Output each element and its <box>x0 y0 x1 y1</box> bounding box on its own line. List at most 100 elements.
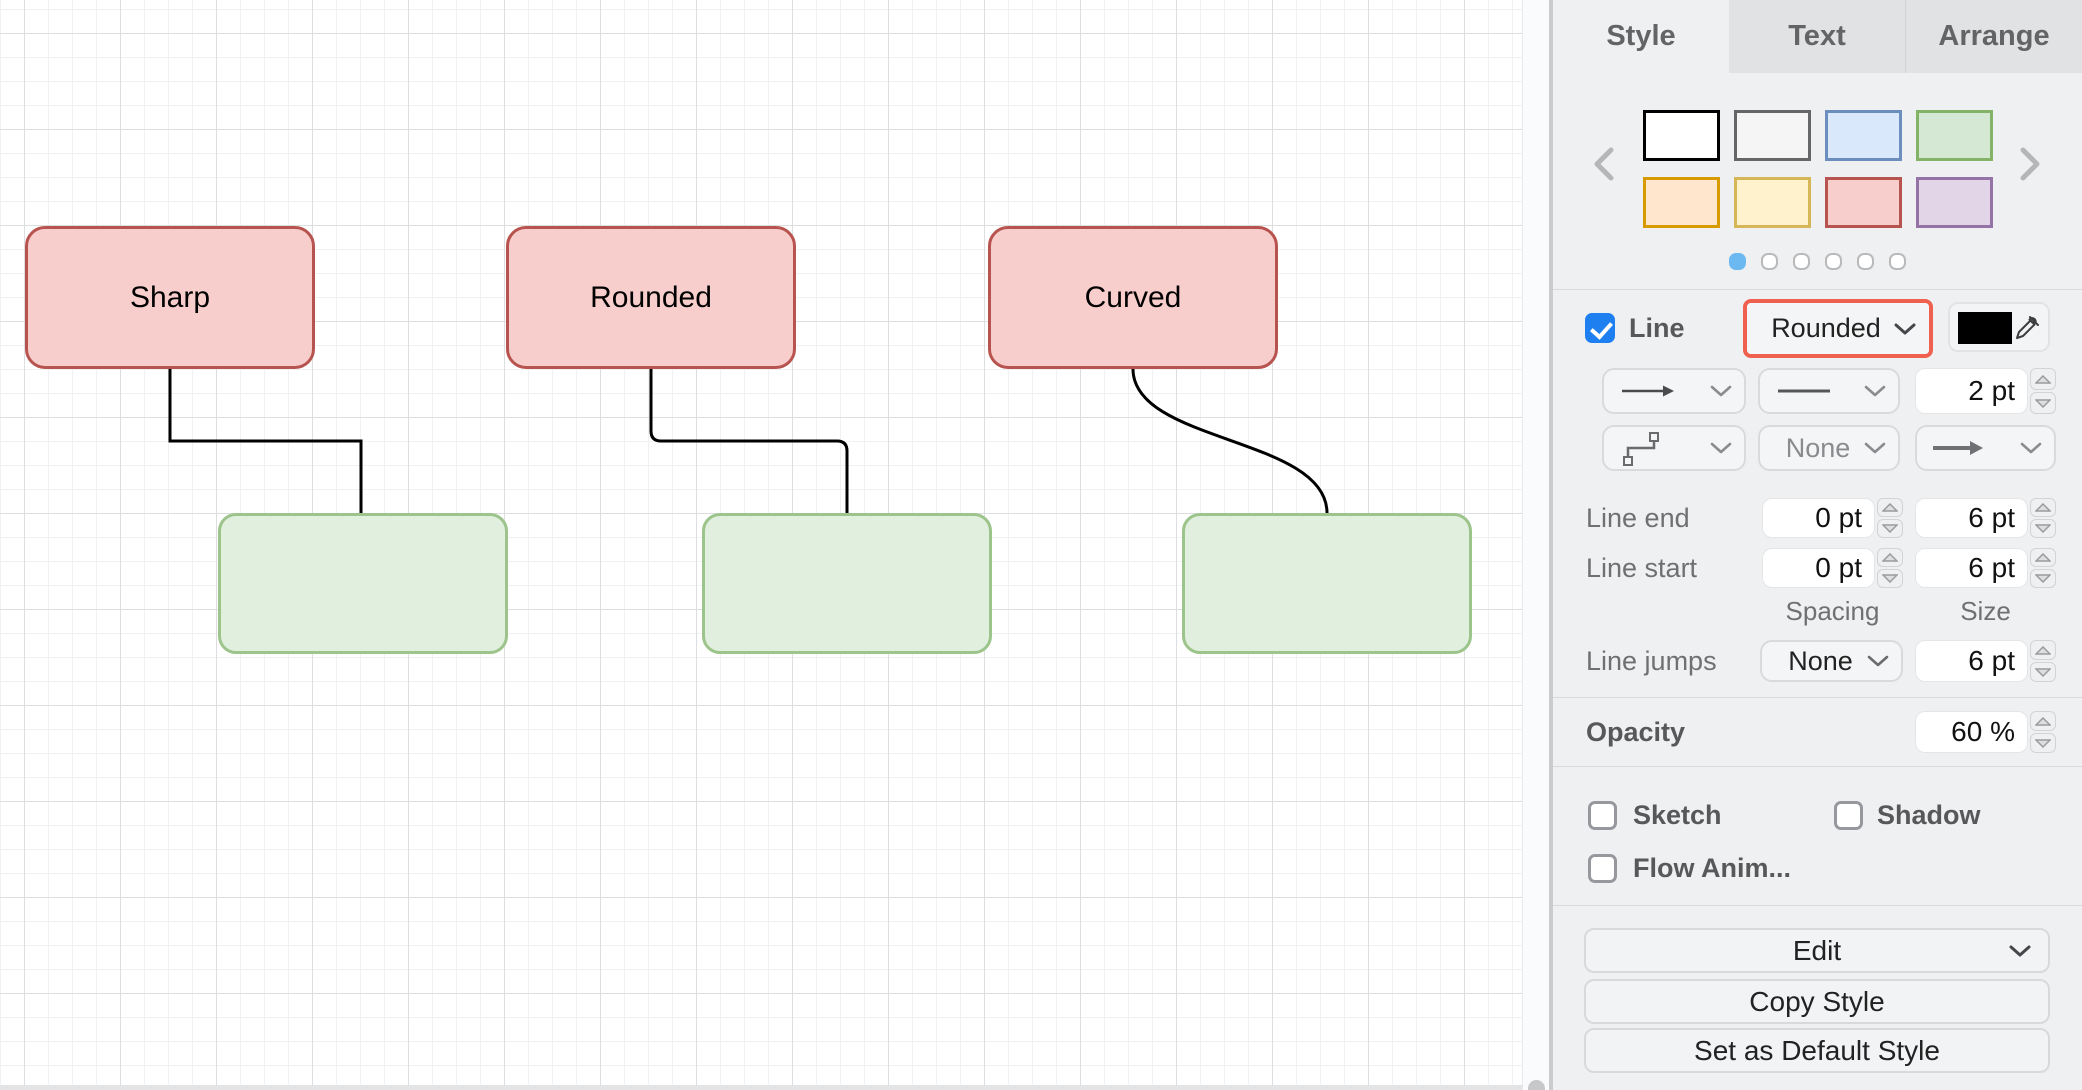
elbow-connector-icon <box>1623 432 1659 466</box>
line-end-label: Line end <box>1586 502 1690 533</box>
style-swatch[interactable] <box>1733 110 1811 161</box>
panel-divider <box>1549 0 1553 1090</box>
shape-sharp[interactable]: Sharp <box>25 226 315 369</box>
style-swatch[interactable] <box>1824 110 1902 161</box>
section-divider <box>1553 289 2082 290</box>
shape-green-2[interactable] <box>702 513 992 654</box>
style-swatch[interactable] <box>1642 110 1720 161</box>
flow-animation-checkbox[interactable] <box>1588 854 1617 883</box>
line-start-size-input[interactable]: 6 pt <box>1915 548 2028 588</box>
tab-text[interactable]: Text <box>1729 0 1905 73</box>
stepper-up-icon <box>1877 498 1903 517</box>
connection-select[interactable]: None <box>1758 425 1900 471</box>
copy-style-button[interactable]: Copy Style <box>1584 979 2050 1024</box>
style-swatch-row <box>1553 110 2082 161</box>
section-divider <box>1553 697 2082 698</box>
chevron-down-icon <box>1894 323 1916 334</box>
connector-corner-style-select[interactable]: Rounded <box>1743 299 1933 358</box>
line-end-spacing-stepper[interactable] <box>1877 498 1903 538</box>
stepper-down-icon <box>2030 733 2056 753</box>
stepper-up-icon <box>2030 640 2056 660</box>
shape-rounded[interactable]: Rounded <box>506 226 796 369</box>
style-swatch-row <box>1553 177 2082 228</box>
chevron-down-icon <box>1864 385 1886 397</box>
style-swatch[interactable] <box>1915 110 1993 161</box>
set-default-style-button[interactable]: Set as Default Style <box>1584 1028 2050 1073</box>
stepper-down-icon <box>2030 569 2056 588</box>
connector-layer <box>168 368 1329 514</box>
connector-rounded[interactable] <box>649 369 849 513</box>
sketch-label: Sketch <box>1633 799 1722 830</box>
chevron-down-icon <box>1710 385 1732 397</box>
line-end-arrow-select[interactable] <box>1915 425 2056 471</box>
format-panel: Style Text Arrange <box>1553 0 2082 1090</box>
sketch-checkbox[interactable] <box>1588 801 1617 830</box>
stepper-up-icon <box>2030 498 2056 517</box>
line-color-button[interactable] <box>1948 302 2050 352</box>
line-jumps-size-stepper[interactable] <box>2030 640 2056 682</box>
stepper-up-icon <box>1877 548 1903 567</box>
line-pattern-select[interactable] <box>1758 368 1900 414</box>
flow-animation-label: Flow Anim... <box>1633 852 1791 883</box>
edit-style-button[interactable]: Edit <box>1584 928 2050 973</box>
shadow-checkbox[interactable] <box>1834 801 1863 830</box>
section-divider <box>1553 766 2082 767</box>
shape-label: Rounded <box>590 280 712 314</box>
line-jumps-select[interactable]: None <box>1760 640 1903 682</box>
diagram-canvas[interactable]: Sharp Rounded Curved <box>0 0 1522 1090</box>
horizontal-scrollbar[interactable] <box>0 1085 1553 1090</box>
format-tabbar: Style Text Arrange <box>1553 0 2082 73</box>
line-checkbox[interactable] <box>1585 313 1615 343</box>
stepper-up-icon <box>2030 548 2056 567</box>
line-end-size-input[interactable]: 6 pt <box>1915 498 2028 538</box>
style-swatch[interactable] <box>1915 177 1993 228</box>
connector-curved[interactable] <box>1131 368 1329 514</box>
pager-dot[interactable] <box>1761 252 1778 270</box>
shape-label: Sharp <box>129 280 211 314</box>
shape-green-1[interactable] <box>218 513 508 654</box>
line-start-arrow-select[interactable] <box>1602 368 1746 414</box>
swatch-prev-icon[interactable] <box>1589 140 1619 188</box>
stepper-down-icon <box>1877 569 1903 588</box>
swatch-next-icon[interactable] <box>2015 140 2045 188</box>
line-jumps-size-input[interactable]: 6 pt <box>1915 640 2028 682</box>
line-start-spacing-input[interactable]: 0 pt <box>1762 548 1875 588</box>
line-width-stepper[interactable] <box>2030 368 2056 414</box>
opacity-stepper[interactable] <box>2030 711 2056 753</box>
eyedropper-icon <box>2016 316 2039 339</box>
connector-sharp[interactable] <box>168 369 363 513</box>
tab-style[interactable]: Style <box>1553 0 1729 73</box>
pager-dot[interactable] <box>1825 252 1842 270</box>
line-end-size-stepper[interactable] <box>2030 498 2056 538</box>
pager-dot[interactable] <box>1729 252 1746 270</box>
solid-line-icon <box>1778 389 1830 393</box>
stepper-down-icon <box>2030 519 2056 538</box>
spacing-column-label: Spacing <box>1785 595 1880 626</box>
line-label: Line <box>1629 312 1685 343</box>
chevron-down-icon <box>2009 945 2031 956</box>
scrollbar-arrow[interactable] <box>1528 1080 1545 1090</box>
line-end-spacing-input[interactable]: 0 pt <box>1762 498 1875 538</box>
pager-dot[interactable] <box>1793 252 1810 270</box>
chevron-down-icon <box>1864 442 1886 454</box>
chevron-down-icon <box>1710 442 1732 454</box>
line-start-size-stepper[interactable] <box>2030 548 2056 588</box>
chevron-down-icon <box>2020 442 2042 454</box>
line-color-swatch <box>1958 312 2012 344</box>
pager-dot[interactable] <box>1857 252 1874 270</box>
shape-curved[interactable]: Curved <box>988 226 1278 369</box>
line-start-spacing-stepper[interactable] <box>1877 548 1903 588</box>
tab-arrange[interactable]: Arrange <box>1905 0 2082 73</box>
opacity-input[interactable]: 60 % <box>1915 711 2028 753</box>
line-start-label: Line start <box>1586 552 1698 583</box>
style-swatch[interactable] <box>1824 177 1902 228</box>
line-width-input[interactable]: 2 pt <box>1915 368 2028 414</box>
style-swatch[interactable] <box>1642 177 1720 228</box>
vertical-scrollbar[interactable] <box>1522 0 1549 1090</box>
pager-dot[interactable] <box>1889 252 1906 270</box>
shadow-label: Shadow <box>1877 799 1981 830</box>
shape-green-3[interactable] <box>1182 513 1472 654</box>
style-swatch[interactable] <box>1733 177 1811 228</box>
waypoints-select[interactable] <box>1602 425 1746 471</box>
